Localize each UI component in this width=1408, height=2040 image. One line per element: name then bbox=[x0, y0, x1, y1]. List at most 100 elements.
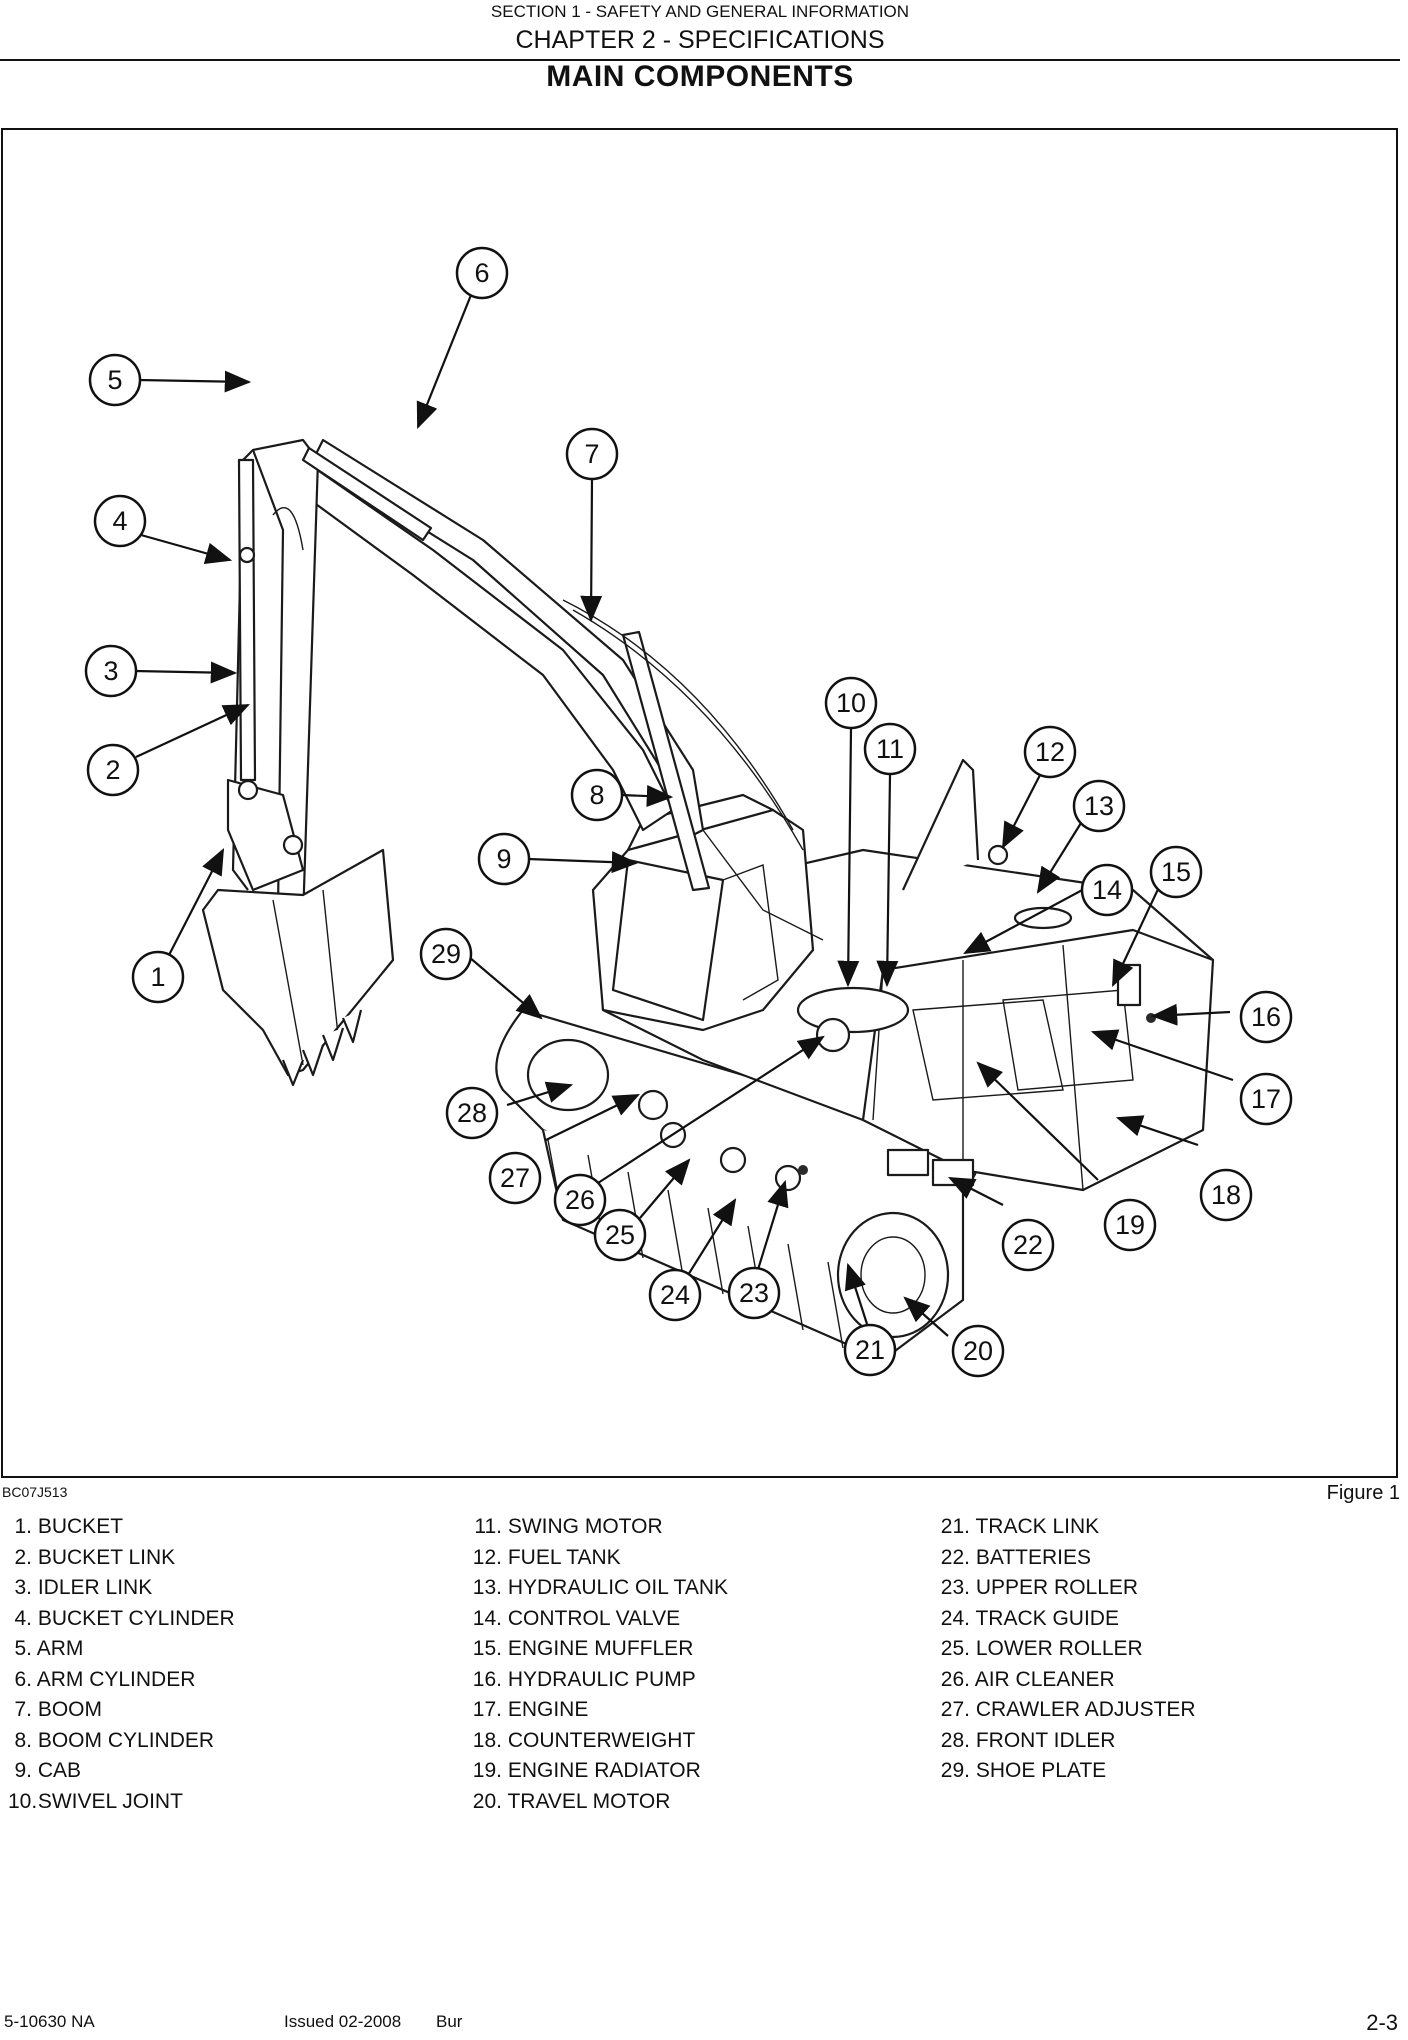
legend-item: 20. TRAVEL MOTOR bbox=[472, 1789, 671, 1813]
leader-lines bbox=[134, 294, 1234, 1337]
svg-text:10: 10 bbox=[836, 688, 866, 718]
legend-item: 4. BUCKET CYLINDER bbox=[14, 1606, 235, 1630]
callout-3: 3 bbox=[84, 644, 138, 698]
callout-19: 19 bbox=[1103, 1198, 1157, 1252]
svg-text:26: 26 bbox=[565, 1185, 595, 1215]
callout-15: 15 bbox=[1149, 845, 1203, 899]
callout-7: 7 bbox=[565, 427, 619, 481]
figure-code: BC07J513 bbox=[2, 1484, 68, 1500]
callout-23: 23 bbox=[727, 1266, 781, 1320]
callout-14: 14 bbox=[1080, 863, 1134, 917]
callout-29: 29 bbox=[419, 927, 473, 981]
svg-text:9: 9 bbox=[496, 844, 511, 874]
legend-item: 7. BOOM bbox=[14, 1698, 103, 1721]
svg-text:20: 20 bbox=[963, 1336, 993, 1366]
legend-item: 24. TRACK GUIDE bbox=[940, 1606, 1119, 1630]
legend-item: 14. CONTROL VALVE bbox=[472, 1606, 681, 1630]
callout-10: 10 bbox=[824, 676, 878, 730]
callout-8: 8 bbox=[570, 768, 624, 822]
callout-6: 6 bbox=[455, 246, 509, 300]
legend-item: 3. IDLER LINK bbox=[14, 1576, 153, 1599]
svg-text:4: 4 bbox=[112, 506, 127, 536]
legend-item: 18. COUNTERWEIGHT bbox=[472, 1728, 696, 1752]
callout-9: 9 bbox=[477, 832, 531, 886]
chapter-heading: CHAPTER 2 - SPECIFICATIONS bbox=[515, 26, 885, 54]
callout-26: 26 bbox=[553, 1173, 607, 1227]
legend-item: 11. SWING MOTOR bbox=[474, 1515, 663, 1538]
excavator-drawing bbox=[201, 438, 1215, 1362]
section-heading: SECTION 1 - SAFETY AND GENERAL INFORMATI… bbox=[490, 2, 910, 21]
callout-17: 17 bbox=[1239, 1072, 1293, 1126]
callout-21: 21 bbox=[843, 1323, 897, 1377]
svg-text:21: 21 bbox=[855, 1335, 885, 1365]
legend-item: 26. AIR CLEANER bbox=[940, 1667, 1115, 1691]
callout-27: 27 bbox=[488, 1151, 542, 1205]
callout-18: 18 bbox=[1199, 1168, 1253, 1222]
legend-item: 29. SHOE PLATE bbox=[940, 1759, 1107, 1782]
legend-item: 21. TRACK LINK bbox=[940, 1515, 1100, 1538]
legend-column-1: 1. BUCKET 2. BUCKET LINK 3. IDLER LINK 4… bbox=[8, 1515, 235, 1820]
callout-4: 4 bbox=[93, 494, 147, 548]
callout-11: 11 bbox=[863, 722, 917, 776]
callout-22: 22 bbox=[1001, 1218, 1055, 1272]
svg-text:24: 24 bbox=[660, 1280, 690, 1310]
callout-16: 16 bbox=[1239, 990, 1293, 1044]
footer-issued: Issued 02-2008 bbox=[284, 2012, 402, 2031]
legend-item: 25. LOWER ROLLER bbox=[940, 1637, 1143, 1660]
svg-text:7: 7 bbox=[584, 439, 599, 469]
figure-frame: 1 2 3 4 5 6 7 8 9 10 11 12 13 14 15 16 1… bbox=[1, 128, 1398, 1478]
svg-text:19: 19 bbox=[1115, 1210, 1145, 1240]
callout-25: 25 bbox=[593, 1208, 647, 1262]
svg-text:25: 25 bbox=[605, 1220, 635, 1250]
legend-item: 22. BATTERIES bbox=[940, 1545, 1091, 1569]
footer-language: Bur bbox=[436, 2012, 463, 2031]
callout-28: 28 bbox=[445, 1086, 499, 1140]
svg-text:22: 22 bbox=[1013, 1230, 1043, 1260]
legend-item: 16. HYDRAULIC PUMP bbox=[472, 1667, 696, 1691]
callout-5: 5 bbox=[88, 353, 142, 407]
legend-item: 17. ENGINE bbox=[472, 1698, 589, 1721]
legend-item: 15. ENGINE MUFFLER bbox=[472, 1637, 694, 1660]
callout-2: 2 bbox=[86, 743, 140, 797]
legend-item: 1. BUCKET bbox=[14, 1515, 124, 1538]
callout-12: 12 bbox=[1023, 725, 1077, 779]
svg-text:13: 13 bbox=[1084, 791, 1114, 821]
legend-item: 12. FUEL TANK bbox=[472, 1545, 621, 1569]
callout-24: 24 bbox=[648, 1268, 702, 1322]
legend-item: 27. CRAWLER ADJUSTER bbox=[940, 1698, 1196, 1721]
callout-13: 13 bbox=[1072, 779, 1126, 833]
legend-item: 8. BOOM CYLINDER bbox=[14, 1728, 215, 1752]
footer-doc-number: 5-10630 NA bbox=[4, 2012, 95, 2031]
svg-text:18: 18 bbox=[1211, 1180, 1241, 1210]
page-number: 2-3 bbox=[1366, 2010, 1398, 2035]
svg-text:1: 1 bbox=[150, 962, 165, 992]
svg-text:23: 23 bbox=[739, 1278, 769, 1308]
svg-text:11: 11 bbox=[876, 734, 904, 764]
svg-text:12: 12 bbox=[1035, 737, 1065, 767]
legend-column-3: 21. TRACK LINK 22. BATTERIES 23. UPPER R… bbox=[934, 1515, 1196, 1790]
excavator-illustration: 1 2 3 4 5 6 7 8 9 10 11 12 13 14 15 16 1… bbox=[84, 246, 1293, 1378]
page-title: MAIN COMPONENTS bbox=[546, 60, 854, 93]
header-divider bbox=[0, 59, 1400, 61]
svg-text:6: 6 bbox=[474, 258, 489, 288]
svg-text:14: 14 bbox=[1092, 875, 1122, 905]
svg-text:29: 29 bbox=[431, 939, 461, 969]
svg-text:27: 27 bbox=[500, 1163, 530, 1193]
legend-item: 2. BUCKET LINK bbox=[14, 1545, 176, 1569]
svg-text:8: 8 bbox=[589, 780, 604, 810]
legend-item: 23. UPPER ROLLER bbox=[940, 1576, 1139, 1599]
svg-text:15: 15 bbox=[1161, 857, 1191, 887]
svg-text:16: 16 bbox=[1251, 1002, 1281, 1032]
legend-item: 19. ENGINE RADIATOR bbox=[472, 1759, 701, 1782]
callout-20: 20 bbox=[951, 1324, 1005, 1378]
svg-text:17: 17 bbox=[1251, 1084, 1281, 1114]
legend-item: 28. FRONT IDLER bbox=[940, 1728, 1116, 1752]
callout-1: 1 bbox=[131, 950, 185, 1004]
svg-text:5: 5 bbox=[107, 365, 122, 395]
figure-label: Figure 1 bbox=[1326, 1482, 1400, 1504]
legend-item: 5. ARM bbox=[14, 1637, 84, 1660]
svg-text:3: 3 bbox=[103, 656, 118, 686]
legend-column-2: 11. SWING MOTOR 12. FUEL TANK 13. HYDRAU… bbox=[466, 1515, 728, 1820]
legend-item: 10. SWIVEL JOINT bbox=[8, 1789, 183, 1813]
svg-text:2: 2 bbox=[105, 755, 120, 785]
